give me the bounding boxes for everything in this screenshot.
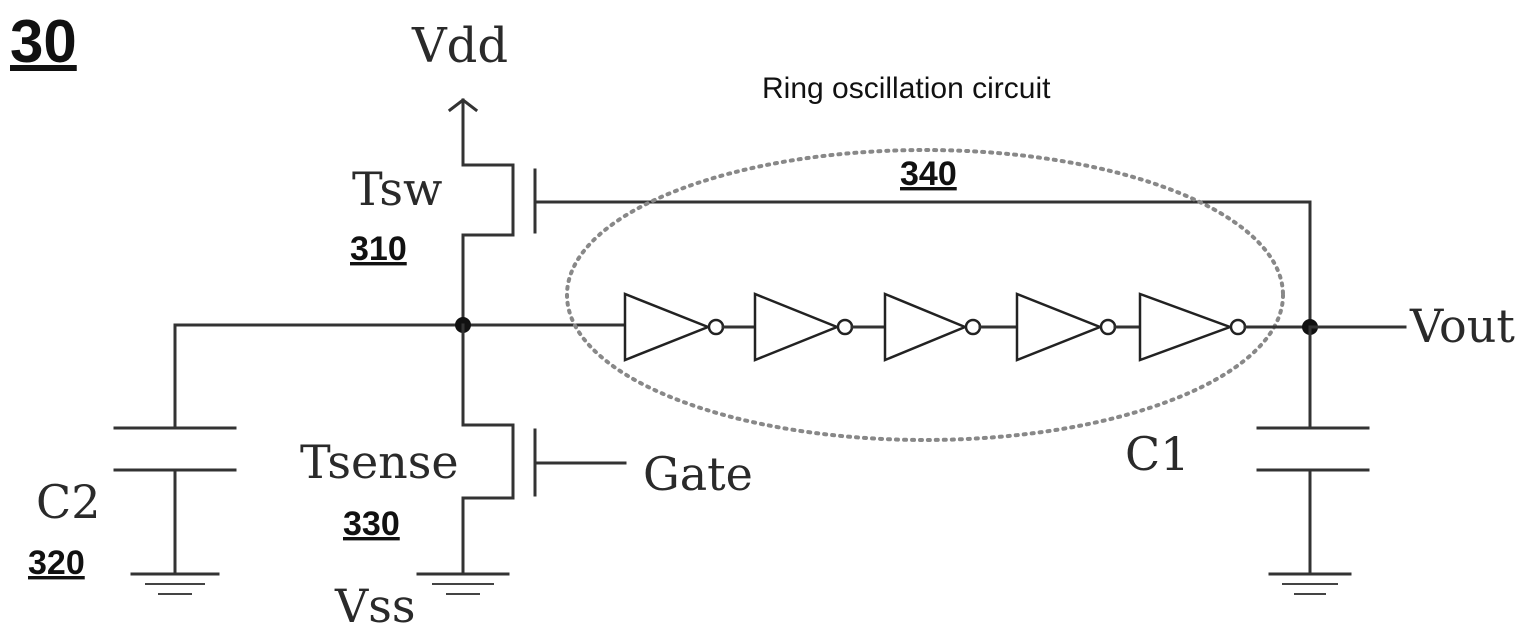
ring-oscillator-outline — [567, 150, 1283, 440]
inverter-1 — [625, 294, 708, 360]
c1-label: C1 — [1125, 427, 1189, 481]
figure-number: 30 — [10, 8, 77, 75]
c2-ref: 320 — [28, 544, 85, 582]
tsw-ref: 310 — [350, 230, 407, 268]
tsense-ref: 330 — [343, 505, 400, 543]
inverter-5 — [1140, 294, 1230, 360]
tsw-label: Tsw — [352, 162, 442, 216]
inverter-1-bubble — [709, 320, 723, 334]
inverter-4 — [1017, 294, 1100, 360]
c2-label: C2 — [36, 475, 100, 529]
gate-label: Gate — [643, 447, 753, 501]
inverter-2 — [755, 294, 837, 360]
ring-title: Ring oscillation circuit — [762, 72, 1051, 105]
vout-label: Vout — [1409, 299, 1515, 353]
c2-capacitor — [115, 325, 235, 594]
inverter-4-bubble — [1101, 320, 1115, 334]
tsense-label: Tsense — [300, 435, 459, 489]
inverter-5-bubble — [1231, 320, 1245, 334]
inverter-2-bubble — [838, 320, 852, 334]
inverter-3 — [885, 294, 965, 360]
vss-label: Vss — [334, 579, 415, 632]
vdd-label: Vdd — [411, 18, 508, 74]
inverter-3-bubble — [966, 320, 980, 334]
inverter-chain — [625, 294, 1310, 360]
ring-ref: 340 — [900, 155, 957, 193]
c1-capacitor — [1258, 327, 1368, 594]
